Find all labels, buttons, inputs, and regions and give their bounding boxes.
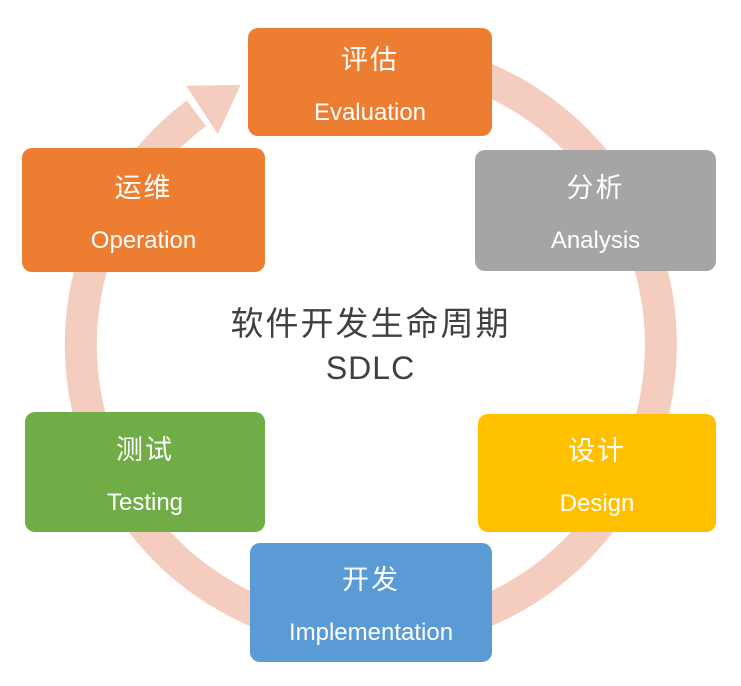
diagram-title-en: SDLC <box>325 350 416 386</box>
stage-analysis-label-en: Analysis <box>550 227 641 254</box>
cycle-ring-arc <box>64 38 677 651</box>
stage-evaluation-label-en: Evaluation <box>313 98 427 126</box>
stage-evaluation-label-zh: 评估 <box>341 44 399 75</box>
stage-operation-label-en: Operation <box>90 226 197 254</box>
stage-design: 设计 Design <box>478 414 716 532</box>
stage-testing: 测试 Testing <box>25 412 265 532</box>
stage-testing-label-zh: 测试 <box>116 434 174 465</box>
stage-design-label-zh: 设计 <box>568 435 626 466</box>
stage-testing-label-en: Testing <box>106 488 184 516</box>
stage-analysis-label-zh: 分析 <box>566 173 625 203</box>
stage-operation: 运维 Operation <box>22 148 265 272</box>
stage-evaluation: 评估 Evaluation <box>248 28 492 136</box>
diagram-title-zh: 软件开发生命周期 <box>230 305 511 342</box>
stage-operation-label-zh: 运维 <box>114 172 173 203</box>
cycle-arrowhead-icon <box>186 84 241 135</box>
diagram-title: 软件开发生命周期 SDLC <box>0 302 741 390</box>
stage-implementation-label-zh: 开发 <box>342 565 400 595</box>
stage-implementation: 开发 Implementation <box>250 543 492 662</box>
stage-analysis: 分析 Analysis <box>475 150 716 271</box>
stage-implementation-label-en: Implementation <box>288 619 454 646</box>
stage-design-label-en: Design <box>559 489 635 517</box>
